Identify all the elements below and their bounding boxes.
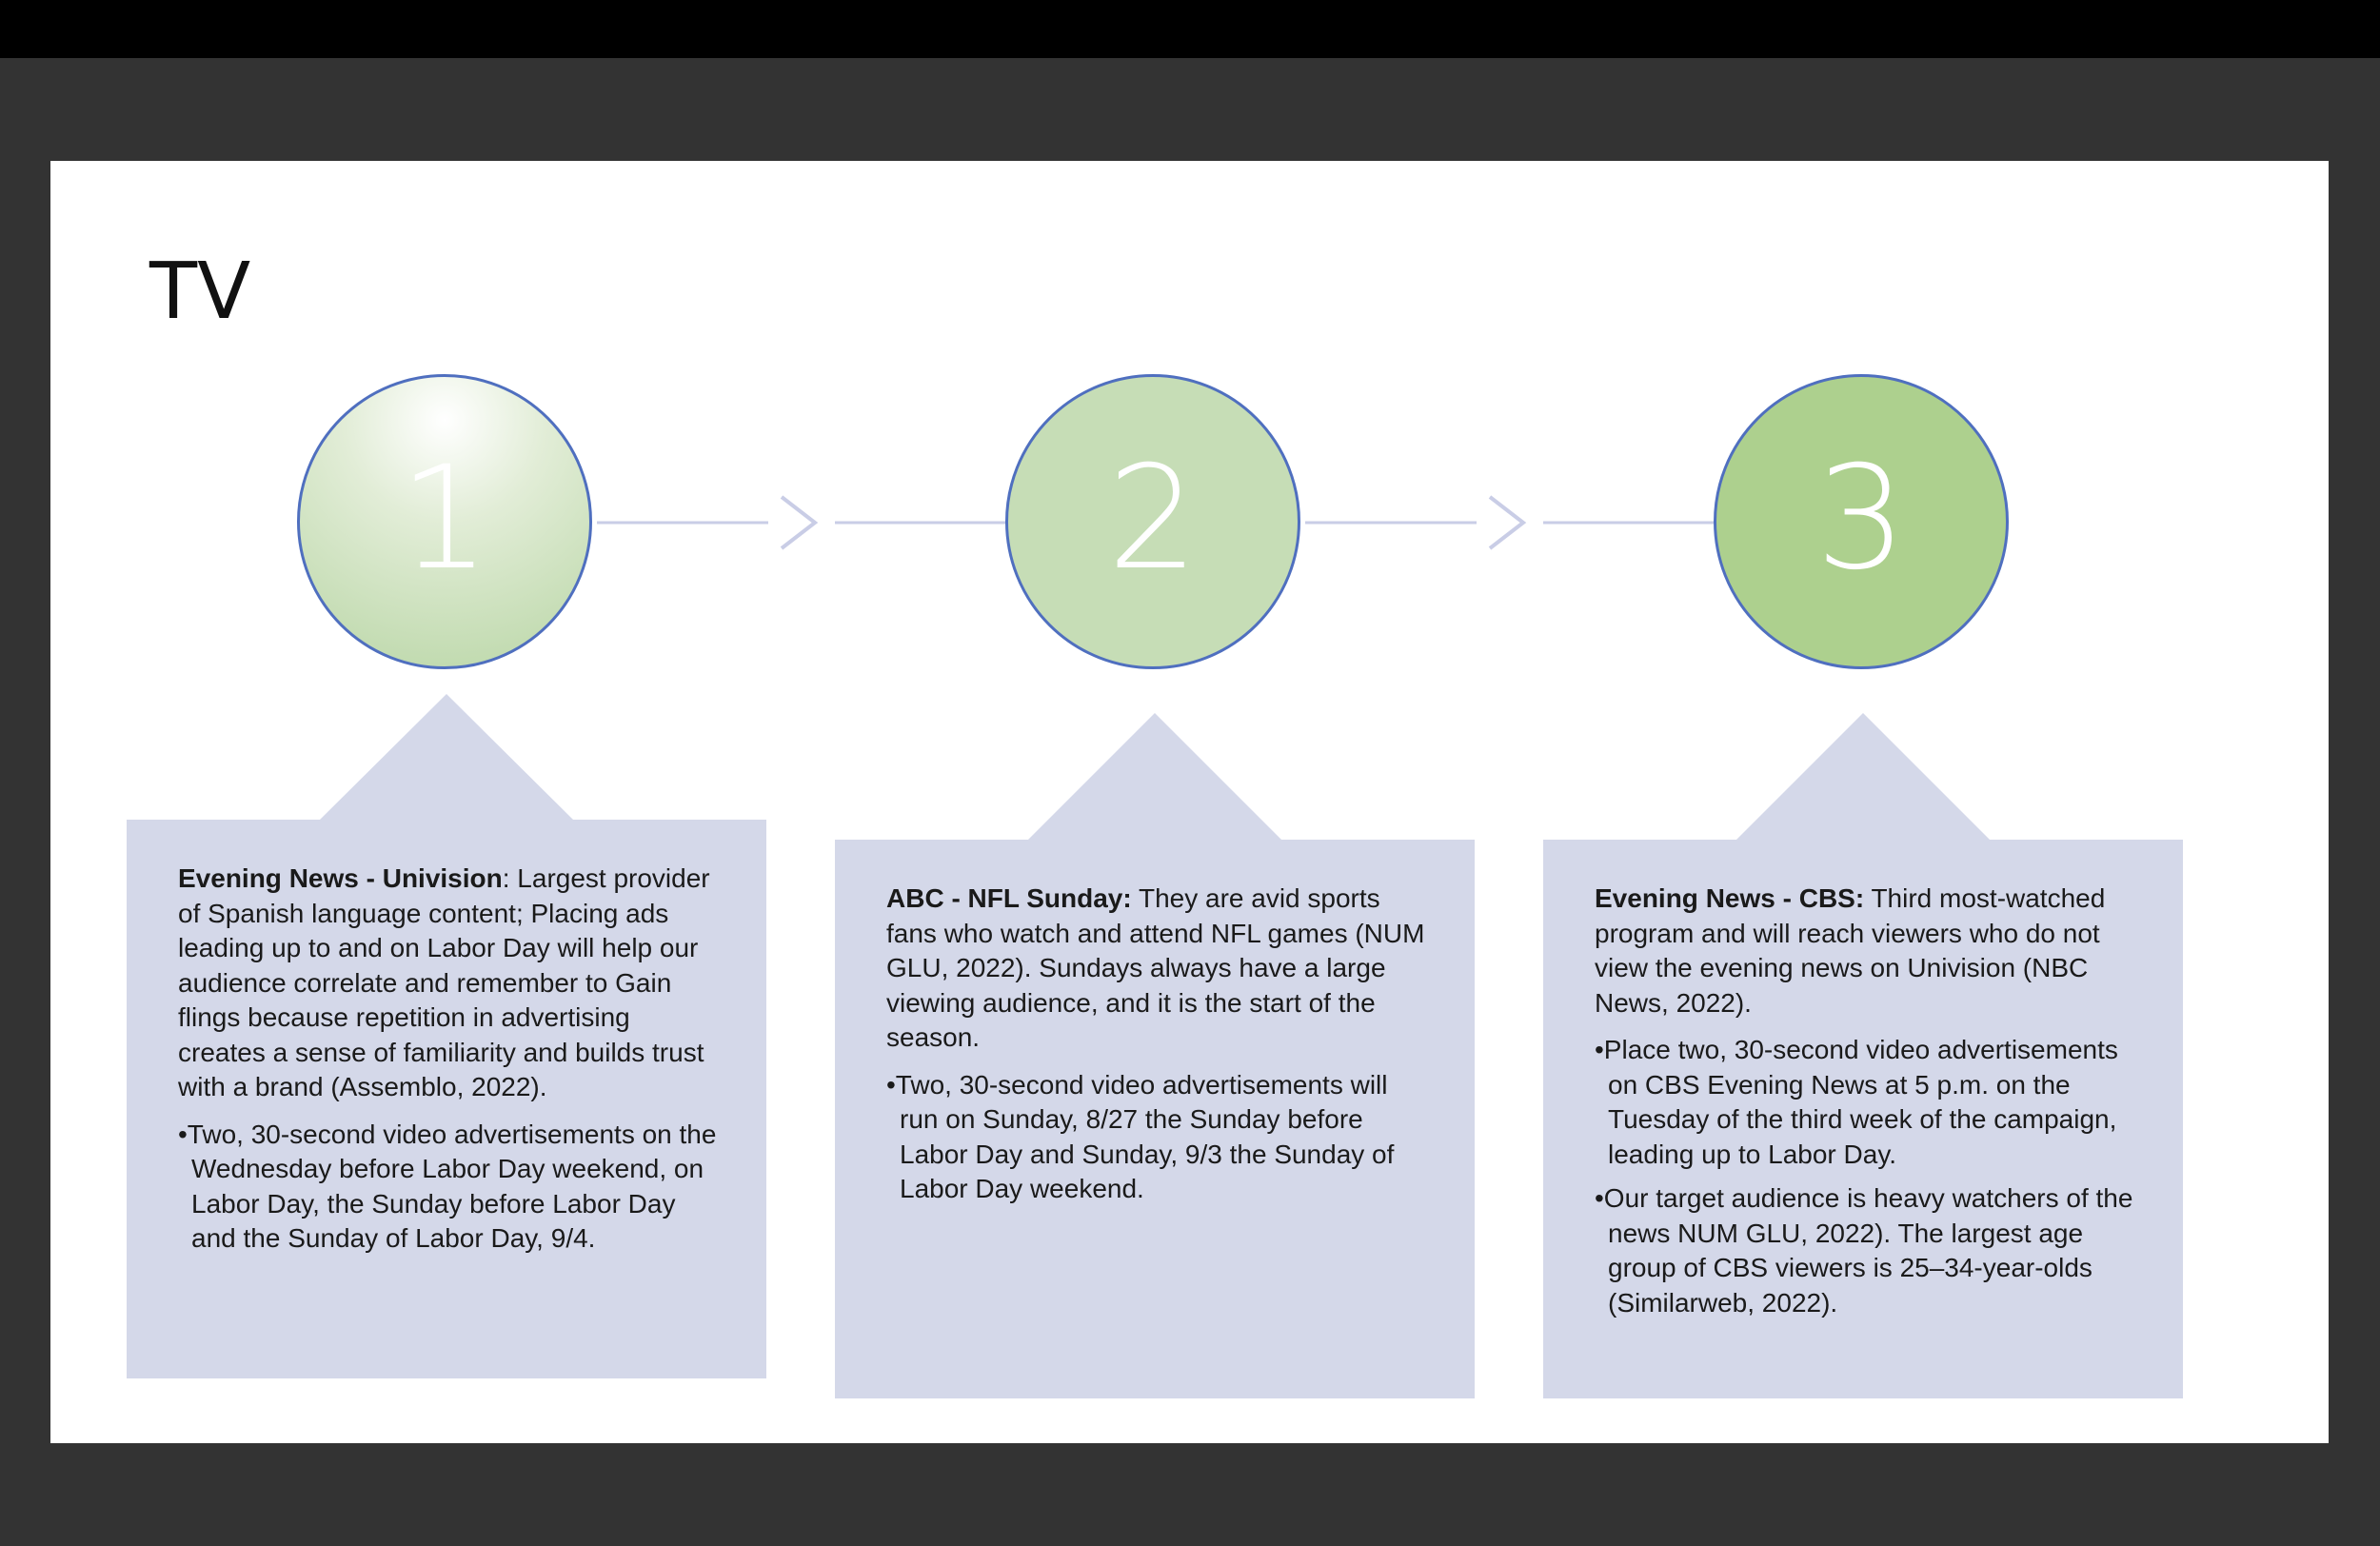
- callout-1-heading: Evening News - Univision: [178, 863, 503, 893]
- callout-pointer-1: [320, 694, 573, 820]
- callout-3-bullet-1: •Place two, 30-second video advertisemen…: [1595, 1035, 2118, 1169]
- process-diagram: [320, 495, 1990, 840]
- callout-1-description: : Largest provider of Spanish language c…: [178, 863, 710, 1101]
- step-number-2: 2: [1107, 436, 1199, 602]
- callout-3-description: Third most-watched program and will reac…: [1595, 883, 2106, 1018]
- callout-box-1: Evening News - Univision: Largest provid…: [127, 820, 766, 1378]
- callout-box-3: Evening News - CBS: Third most-watched p…: [1543, 840, 2183, 1398]
- callout-2-heading: ABC - NFL Sunday:: [886, 883, 1132, 913]
- connector-chevron-1: [780, 495, 819, 550]
- step-circle-3: 3: [1714, 374, 2009, 669]
- callout-1-text: Evening News - Univision: Largest provid…: [178, 862, 721, 1105]
- slide: TV 1 2 3 Evening News - Univision: Large…: [50, 161, 2329, 1443]
- callout-2-description: They are avid sports fans who watch and …: [886, 883, 1425, 1052]
- callout-pointer-2: [1028, 713, 1281, 840]
- callout-2-bullet-1: •Two, 30-second video advertisements wil…: [886, 1069, 1395, 1204]
- top-black-bar: [0, 0, 2380, 58]
- step-circle-2: 2: [1005, 374, 1300, 669]
- callout-2-text: ABC - NFL Sunday: They are avid sports f…: [886, 882, 1429, 1056]
- callout-box-2: ABC - NFL Sunday: They are avid sports f…: [835, 840, 1475, 1398]
- callout-3-bullet-2: •Our target audience is heavy watchers o…: [1595, 1183, 2133, 1318]
- step-number-3: 3: [1815, 436, 1907, 602]
- slide-title: TV: [149, 247, 251, 337]
- callout-pointer-3: [1736, 713, 1990, 840]
- callout-3-text: Evening News - CBS: Third most-watched p…: [1595, 882, 2137, 1021]
- callout-3-heading: Evening News - CBS:: [1595, 883, 1865, 913]
- step-number-1: 1: [399, 436, 490, 602]
- step-circle-1: 1: [297, 374, 592, 669]
- connector-chevron-2: [1488, 495, 1527, 550]
- callout-1-bullet-1: •Two, 30-second video advertisements on …: [178, 1119, 717, 1254]
